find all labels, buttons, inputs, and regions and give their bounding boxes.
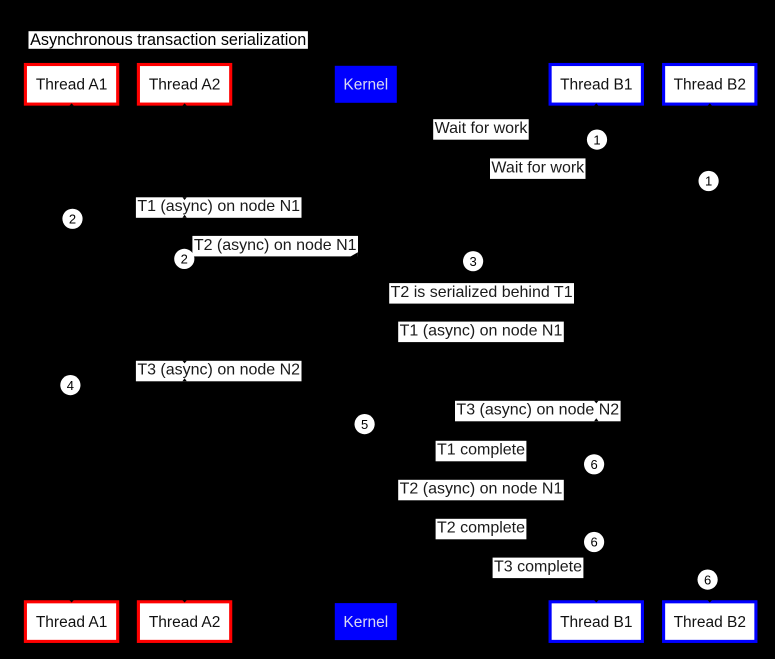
svg-text:T2 is serialized behind T1: T2 is serialized behind T1 (391, 284, 573, 301)
svg-text:4: 4 (67, 378, 74, 393)
svg-text:T2 (async) on node N1: T2 (async) on node N1 (194, 237, 357, 254)
svg-text:Kernel: Kernel (343, 614, 388, 631)
svg-text:Kernel: Kernel (343, 77, 388, 94)
svg-text:Thread B1: Thread B1 (560, 614, 632, 631)
svg-text:2: 2 (69, 212, 76, 227)
svg-text:T2 complete: T2 complete (437, 520, 525, 537)
svg-text:2: 2 (181, 252, 188, 267)
svg-text:Thread A2: Thread A2 (149, 77, 221, 94)
svg-text:T1 (async) on node N1: T1 (async) on node N1 (400, 323, 563, 340)
svg-text:T3 (async) on node N2: T3 (async) on node N2 (137, 362, 300, 379)
svg-text:1: 1 (705, 174, 712, 189)
svg-text:Thread B1: Thread B1 (560, 77, 632, 94)
svg-text:6: 6 (590, 457, 597, 472)
svg-text:Asynchronous transaction seria: Asynchronous transaction serialization (30, 31, 306, 49)
svg-text:Wait for work: Wait for work (491, 159, 585, 176)
svg-text:T3 (async) on node N2: T3 (async) on node N2 (456, 402, 619, 419)
svg-text:1: 1 (593, 132, 600, 147)
svg-text:Thread B2: Thread B2 (674, 614, 746, 631)
svg-text:T1 (async) on node N1: T1 (async) on node N1 (137, 198, 300, 215)
svg-text:T3 complete: T3 complete (494, 559, 582, 576)
svg-text:Thread A2: Thread A2 (149, 614, 221, 631)
svg-text:T2 (async) on node N1: T2 (async) on node N1 (400, 481, 563, 498)
svg-text:Thread A1: Thread A1 (36, 77, 108, 94)
svg-text:T1 complete: T1 complete (437, 442, 525, 459)
svg-text:6: 6 (590, 535, 597, 550)
svg-text:Thread B2: Thread B2 (674, 77, 746, 94)
svg-text:Wait for work: Wait for work (435, 120, 529, 137)
svg-text:3: 3 (469, 254, 476, 269)
svg-text:6: 6 (704, 572, 711, 587)
svg-text:5: 5 (361, 417, 368, 432)
svg-text:Thread A1: Thread A1 (36, 614, 108, 631)
